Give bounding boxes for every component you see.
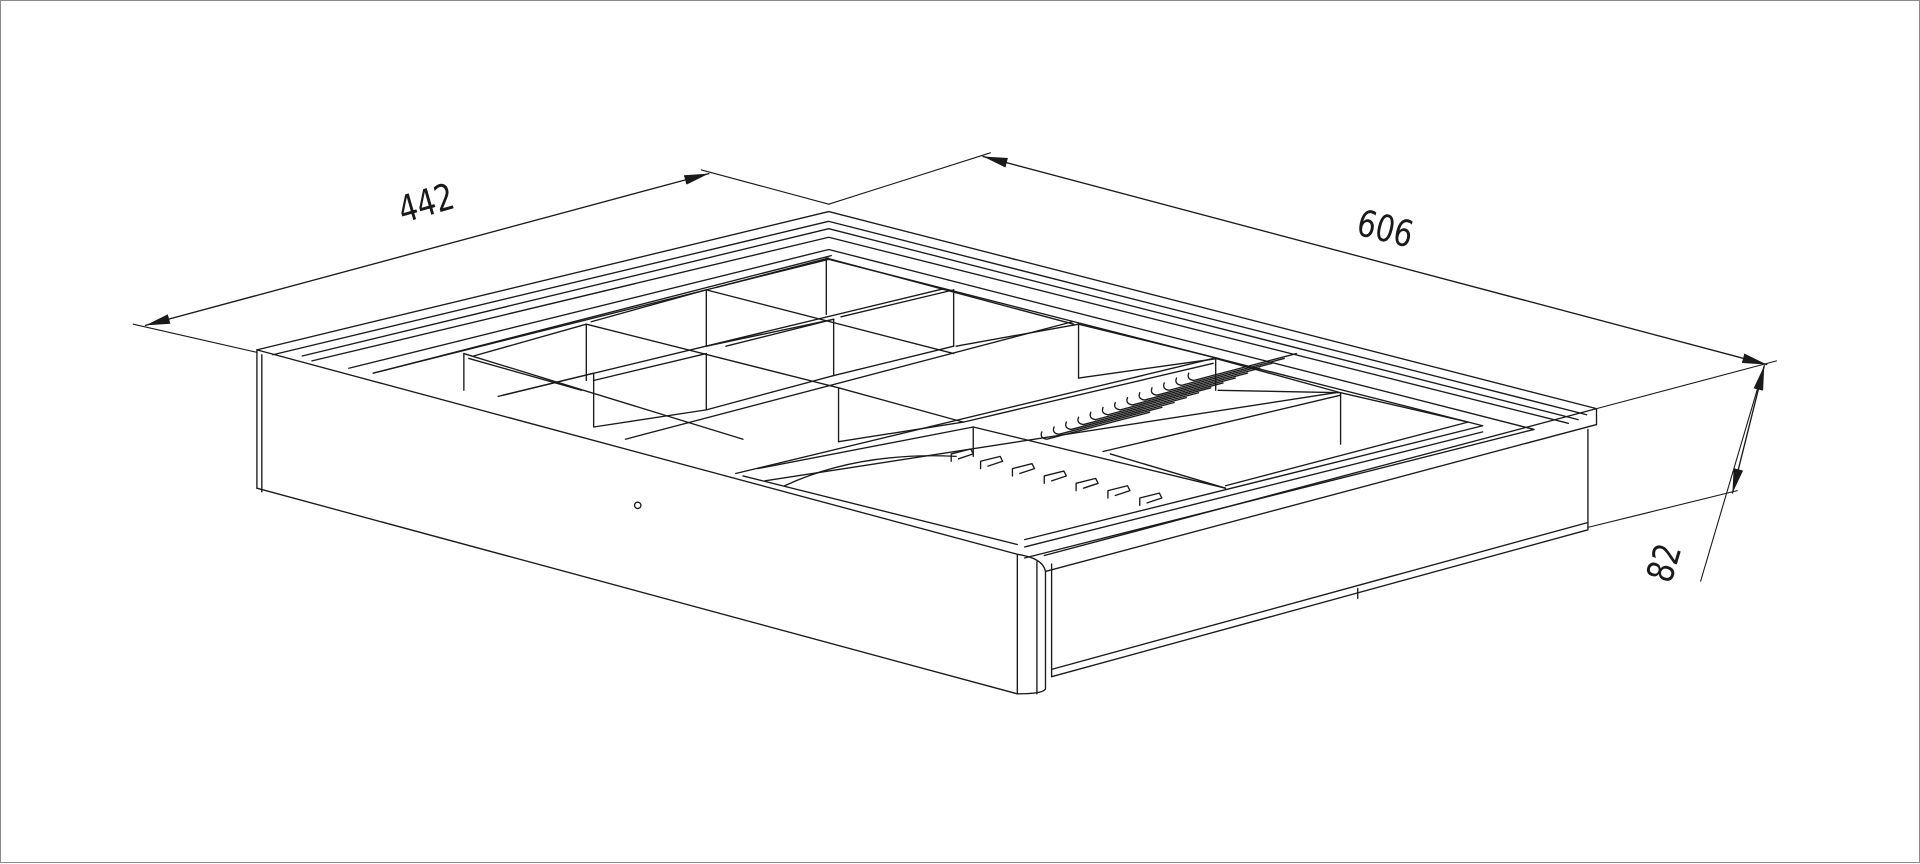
hook-row — [950, 448, 1163, 507]
dimension-label-length: 606 — [1353, 201, 1418, 256]
dimension-width — [132, 169, 830, 353]
dimension-label-height: 82 — [1638, 539, 1690, 587]
drawer-body — [256, 210, 1598, 695]
ring-slots — [1040, 352, 1298, 440]
dimension-height — [1587, 365, 1765, 582]
dimension-label-width: 442 — [393, 175, 459, 232]
